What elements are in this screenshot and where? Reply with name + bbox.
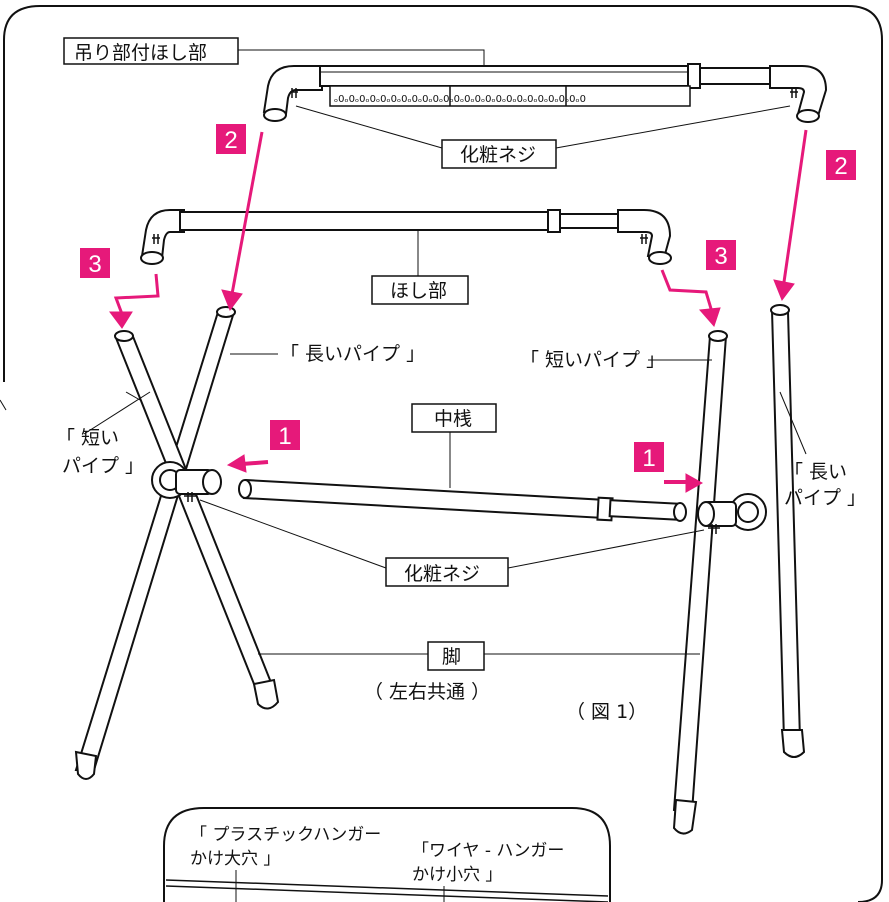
label-decor-screw-top: 化粧ネジ [460,144,536,166]
left-foot [74,750,98,780]
hanging-dryer-assembly: ₒ0ₒ0ₒ0ₒ0ₒ0ₒ0ₒ0ₒ0ₒ0ₒ0ₒ0ₒ0ₒ0ₒ0ₒ0ₒ0ₒ0ₒ0ₒ0ₒ0… [262,63,828,123]
label-wire-hole-2: かけ小穴 」 [412,865,502,885]
left-leg-assembly [74,306,280,780]
crossbar-assembly [238,478,687,522]
right-long-foot [780,729,806,758]
assembly-arrows [109,129,808,493]
svg-text:ₒ0ₒ0ₒ0ₒ0ₒ0ₒ0ₒ0ₒ0ₒ0ₒ0ₒ0ₒ0ₒ0ₒ0ₒ0: ₒ0ₒ0ₒ0ₒ0ₒ0ₒ0ₒ0ₒ0ₒ0ₒ0ₒ0ₒ0ₒ0ₒ0ₒ0ₒ0ₒ0ₒ0ₒ0ₒ0… [334,94,586,105]
top-left-elbow-end [263,108,287,122]
step-badge-low-left [270,420,300,450]
label-long-pipe-left: 「 長いパイプ 」 [280,343,425,365]
step-top-right: 2 [834,153,847,180]
label-leg: 脚 [442,646,461,668]
hanger-hole-inset: 「 プラスチックハンガー かけ大穴 」 「ワイヤ - ハンガー かけ小穴 」 [163,807,611,902]
label-boxes [63,37,557,671]
right-leg-assembly [672,304,806,835]
top-right-elbow-end [796,109,820,123]
label-leg-note: （ 左右共通 ） [364,681,490,703]
screw-top-right [790,88,798,98]
label-plastic-hole-2: かけ大穴 」 [190,849,280,869]
right-short-foot [672,798,698,835]
dryer-assembly [140,209,672,265]
label-short-pipe-right: 「 短いパイプ 」 [520,349,665,371]
label-figure: （ 図 1） [566,701,647,723]
step-badge-top-right [826,150,856,180]
inset-frame [163,807,611,902]
label-long-pipe-right-2: パイプ 」 [784,487,866,509]
label-plastic-hole-1: 「 プラスチックハンガー [190,825,381,845]
leader-lines [83,49,807,655]
label-decor-screw-bottom: 化粧ネジ [404,563,480,585]
mid-left-elbow [140,209,185,260]
step-low-left: 1 [278,423,291,450]
step-low-right: 1 [642,445,655,472]
hanger-rail [329,85,691,107]
label-hanging-dryer: 吊り部付ほし部 [74,42,207,64]
step-mid-left: 3 [88,251,101,278]
step-badge-mid-left [80,248,110,278]
label-crossbar: 中桟 [434,408,472,430]
label-short-pipe-left-2: パイプ 」 [62,455,144,477]
right-short-pipe [672,335,728,814]
step-top-left: 2 [224,127,237,154]
crossbar-tube [242,478,608,520]
step-badge-low-right [634,442,664,472]
right-long-pipe [770,308,802,741]
left-short-foot [252,678,280,710]
label-long-pipe-right-1: 「 長い [784,461,847,483]
frame-tick [0,399,7,411]
label-wire-hole-1: 「ワイヤ - ハンガー [412,841,564,861]
screw-top-left [290,88,298,98]
text-labels: 吊り部付ほし部 化粧ネジ ほし部 「 長いパイプ 」 「 短いパイプ 」 「 短… [56,42,866,723]
step-badges: 2 2 3 3 1 1 [80,124,856,472]
mid-right-elbow [617,209,672,260]
label-dryer: ほし部 [390,280,447,302]
top-tube [319,65,699,87]
outer-frame [3,5,883,902]
step-mid-right: 3 [714,243,727,270]
step-badge-mid-right [706,240,736,270]
top-left-elbow [262,65,323,116]
label-short-pipe-left-1: 「 短い [56,427,119,449]
step-badge-top-left [216,124,246,154]
mid-tube [179,211,553,231]
